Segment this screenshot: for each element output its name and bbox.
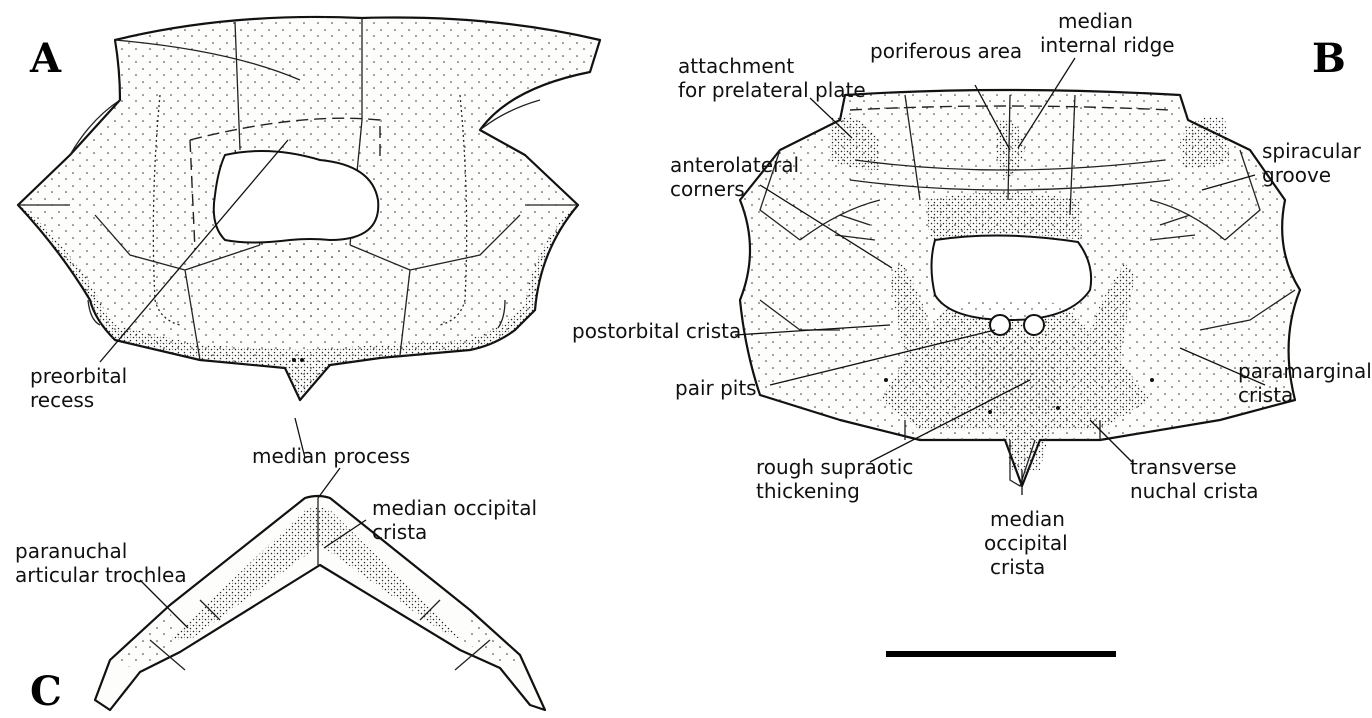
transverse-nuchal-label-1: transverse xyxy=(1130,455,1237,479)
paranuchal-trochlea-label-2: articular trochlea xyxy=(15,563,187,587)
median-occipital-crista-c-label-1: median occipital xyxy=(372,496,537,520)
panel-b-letter: B xyxy=(1312,35,1346,82)
pair-pits-label: pair pits xyxy=(675,376,757,400)
preorbital-recess-label-2: recess xyxy=(30,388,94,412)
preorbital-recess-label-1: preorbital xyxy=(30,364,127,388)
scale-bar xyxy=(886,651,1116,657)
median-process-label: median process xyxy=(252,444,410,468)
panel-c-letter: C xyxy=(30,668,62,715)
panel-a-letter: A xyxy=(29,35,62,82)
panel-a-drawing xyxy=(18,17,600,400)
median-occipital-b-label-1: median xyxy=(990,507,1065,531)
transverse-nuchal-label-2: nuchal crista xyxy=(1130,479,1259,503)
attachment-label-2: for prelateral plate xyxy=(678,78,866,102)
attachment-label-1: attachment xyxy=(678,54,794,78)
poriferous-area-label: poriferous area xyxy=(870,39,1022,63)
paranuchal-trochlea-label-1: paranuchal xyxy=(15,539,127,563)
median-occipital-b-label-3: crista xyxy=(990,555,1045,579)
postorbital-crista-label: postorbital crista xyxy=(572,319,741,343)
anterolateral-corners-label-2: corners xyxy=(670,177,745,201)
median-process-leader-c xyxy=(318,468,340,498)
rough-supraotic-label-2: thickening xyxy=(756,479,860,503)
median-occipital-b-label-2: occipital xyxy=(984,531,1068,555)
median-occipital-crista-c-label-2: crista xyxy=(372,520,427,544)
anterolateral-corners-label-1: anterolateral xyxy=(670,153,799,177)
rough-supraotic-label-1: rough supraotic xyxy=(756,455,913,479)
spiracular-groove-label-2: groove xyxy=(1262,163,1331,187)
spiracular-groove-label-1: spiracular xyxy=(1262,139,1362,163)
median-internal-ridge-label-2: internal ridge xyxy=(1040,33,1175,57)
paramarginal-crista-label-2: crista xyxy=(1238,383,1293,407)
panel-b-drawing xyxy=(740,90,1300,486)
median-internal-ridge-label-1: median xyxy=(1058,9,1133,33)
paramarginal-crista-label-1: paramarginal xyxy=(1238,359,1372,383)
